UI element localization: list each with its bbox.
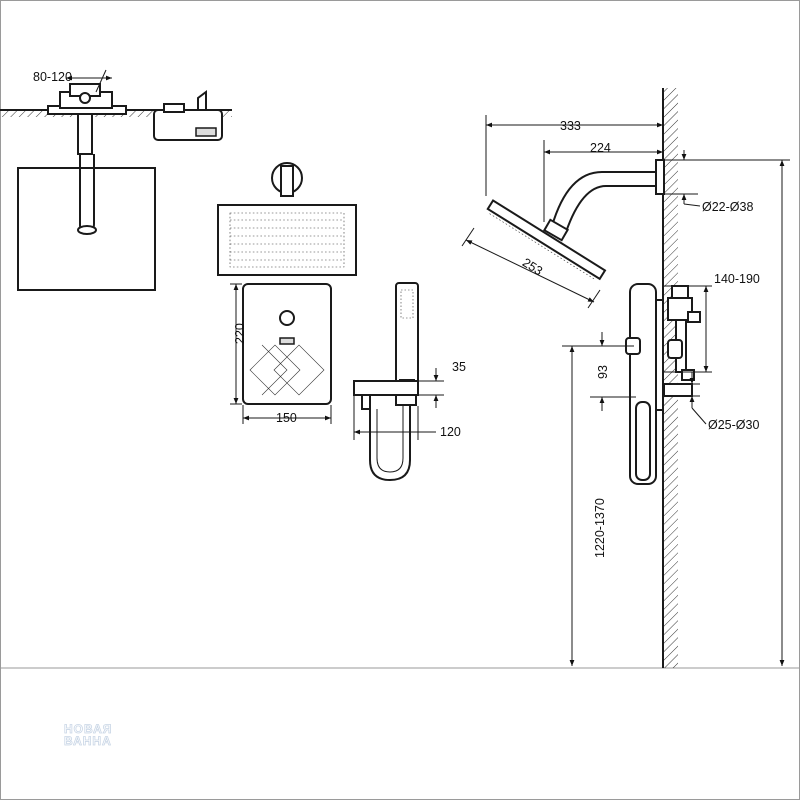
front-view: 220 150: [217, 162, 357, 425]
dim-arm-reach: 224: [590, 141, 611, 155]
dim-wall-pipe-diameter: Ø25-Ø30: [708, 418, 759, 432]
dim-arm-reach-total: 333: [560, 119, 581, 133]
ceiling-mount-view: 80-120: [0, 69, 232, 291]
dim-head-diagonal: 253: [520, 255, 545, 278]
watermark-line2: ВАННА: [64, 734, 112, 748]
dim-mixer-depth: 140-190: [714, 272, 760, 286]
dim-mixer-gap: 93: [596, 365, 610, 379]
hand-shower-view: 35 120: [353, 282, 466, 482]
dim-mixer-height: 1220-1370: [593, 498, 607, 558]
wall-hatch: [664, 88, 678, 668]
dim-holder-height: 35: [452, 360, 466, 374]
dim-panel-width: 150: [276, 411, 297, 425]
dim-holder-depth: 120: [440, 425, 461, 439]
watermark-line1: НОВАЯ: [64, 722, 112, 736]
dim-panel-height: 220: [233, 323, 247, 344]
dim-ceiling-offset: 80-120: [33, 70, 72, 84]
side-view: 333 224 Ø22-Ø38 253 140-190: [461, 88, 790, 668]
dim-ceiling-pipe-diameter: Ø22-Ø38: [702, 200, 753, 214]
watermark-logo: НОВАЯ ВАННА: [64, 722, 112, 749]
